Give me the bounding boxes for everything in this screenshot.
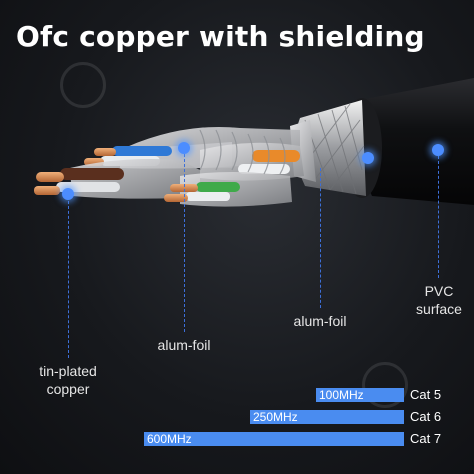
label-pvc-surface: PVC surface [416,283,462,317]
bandwidth-bar-cat6: 250MHz [250,410,404,424]
copper-brown [36,172,64,182]
callout-dot-alum-outer [362,152,374,164]
watermark-icon [362,362,408,408]
label-alum-foil-outer: alum-foil [293,313,347,329]
wire-green [196,182,240,192]
wire-blue [112,146,172,156]
callout-dot-alum-inner [178,142,190,154]
bandwidth-bar-cat5: 100MHz [316,388,404,402]
wire-brown [60,168,124,180]
label-alum-foil-inner: alum-foil [157,337,211,353]
bandwidth-bar-cat7: 600MHz [144,432,404,446]
page-title: Ofc copper with shielding [16,20,425,53]
pvc-jacket [356,78,474,205]
category-label-cat5: Cat 5 [410,387,442,402]
leader-line-alum-outer [320,168,321,308]
category-label-cat7: Cat 7 [410,431,442,446]
category-label-cat6: Cat 6 [410,409,442,424]
wire-orange [252,150,300,162]
copper-blue [94,148,116,156]
callout-dot-tin [62,188,74,200]
leader-line-tin [68,196,69,358]
wire-white-green [186,192,230,201]
copper-white-brown [34,186,60,195]
watermark-icon [60,62,106,108]
callout-dot-pvc [432,144,444,156]
label-tin-plated-copper: tin-plated copper [39,363,97,397]
leader-line-pvc [438,156,439,278]
copper-white-green [164,194,188,202]
leader-line-alum-inner [184,154,185,332]
